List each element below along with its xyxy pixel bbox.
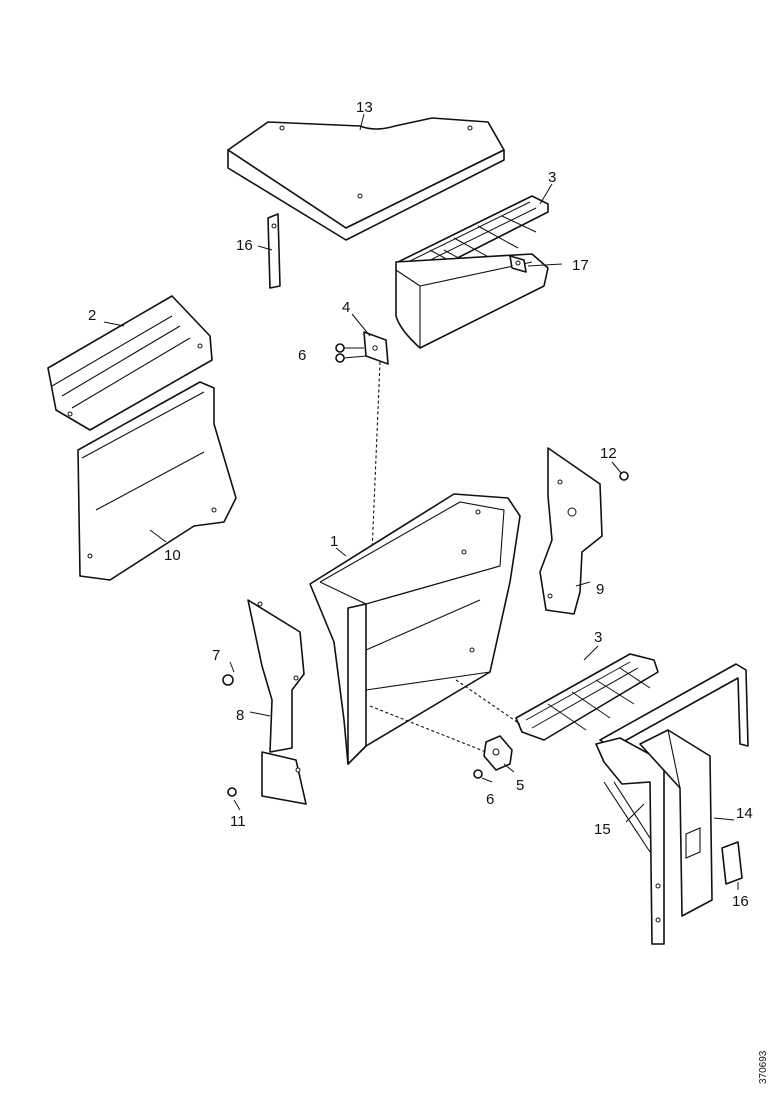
part-6-lower-bolt [473, 769, 483, 779]
part-7-bolt [222, 674, 234, 686]
part-10-support-plate [77, 381, 237, 581]
part-16-strip-bracket [267, 213, 281, 289]
part-5-bushing [483, 735, 513, 771]
callout-16-upper: 16 [236, 237, 253, 254]
part-18-small-plate [721, 841, 743, 885]
part-14-vertical-post [639, 729, 713, 917]
callout-16-lower: 16 [732, 893, 749, 910]
part-3-lower-tread-step [515, 653, 659, 741]
part-8-side-bracket [539, 447, 603, 615]
callout-9: 8 [236, 707, 244, 724]
callout-8: 9 [596, 581, 604, 598]
part-6-upper-bolts [335, 343, 367, 363]
part-9-left-bracket [247, 599, 307, 805]
callout-11: 11 [230, 813, 246, 830]
callout-6-upper: 6 [298, 347, 306, 364]
callout-17: 17 [572, 257, 589, 274]
callout-10: 10 [164, 547, 181, 564]
part-1-main-step-box [309, 493, 521, 765]
assembly-line-lower-left [369, 705, 487, 753]
leader-lines [103, 113, 739, 890]
part-16-lower-rail [599, 663, 749, 749]
part-4-hinge-bracket [363, 331, 389, 365]
callout-3-upper: 3 [548, 169, 556, 186]
drawing-reference-number: 370693 [758, 1050, 769, 1084]
callout-6-lower: 6 [486, 791, 494, 808]
part-17-fastener [509, 255, 527, 273]
part-11-bolt [227, 787, 237, 797]
callout-7: 7 [212, 647, 220, 664]
part-13-deck-plate [227, 117, 505, 241]
callout-12: 12 [600, 445, 617, 462]
upper-step-frame [395, 253, 549, 349]
part-2-channel [47, 295, 213, 431]
assembly-line-lower-right [455, 679, 521, 725]
callout-1: 1 [330, 533, 338, 550]
callout-5: 5 [516, 777, 524, 794]
callout-15: 15 [594, 821, 611, 838]
callout-3-lower: 3 [594, 629, 602, 646]
callout-13: 13 [356, 99, 373, 116]
callout-2: 2 [88, 307, 96, 324]
part-15-step-bracket [595, 737, 665, 945]
callout-4: 4 [342, 299, 350, 316]
callout-labels: 13 16 3 17 4 6 2 10 12 9 1 7 8 11 3 5 6 … [88, 99, 753, 910]
callout-14: 14 [736, 805, 753, 822]
